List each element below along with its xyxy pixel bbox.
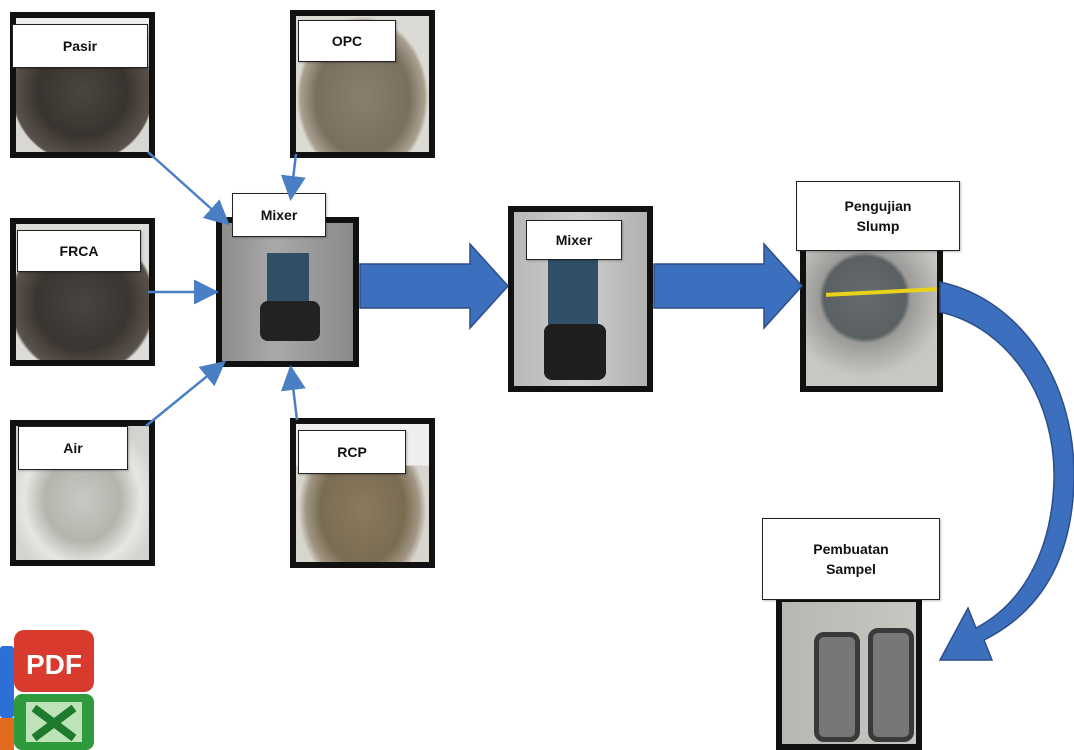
big-arrow-mixer2-to-slump <box>653 242 804 330</box>
arrow-opc-to-mixer <box>280 153 306 201</box>
label-air: Air <box>18 426 128 470</box>
mixer-bowl-2 <box>544 324 606 380</box>
arrow-air-to-mixer <box>145 360 226 427</box>
node-pembuatan-sampel <box>776 596 922 750</box>
label-mixer-1: Mixer <box>232 193 326 237</box>
node-opc: OPC <box>290 10 435 158</box>
arrow-pasir-to-mixer <box>147 151 230 226</box>
mold-left <box>814 632 860 742</box>
mixer-body <box>267 253 309 303</box>
node-rcp: RCP <box>290 418 435 568</box>
label-opc: OPC <box>298 20 396 62</box>
label-pasir: Pasir <box>12 24 148 68</box>
label-pembuatan-sampel: Pembuatan Sampel <box>762 518 940 600</box>
label-frca: FRCA <box>17 230 141 272</box>
mold-right <box>868 628 914 742</box>
node-mixer-1: Mixer <box>216 193 359 367</box>
label-mixer-2: Mixer <box>526 220 622 260</box>
pdf-icon <box>14 630 94 692</box>
big-arrow-mixer1-to-mixer2 <box>359 242 510 330</box>
sample-mold-photo <box>782 602 916 744</box>
arrow-rcp-to-mixer <box>280 365 306 421</box>
label-pengujian-slump: Pengujian Slump <box>796 181 960 251</box>
node-pasir: Pasir <box>10 12 155 158</box>
file-type-icons: PDF <box>0 630 94 750</box>
label-rcp: RCP <box>298 430 406 474</box>
mixer-bowl <box>260 301 320 341</box>
mixer-body-2 <box>548 260 598 326</box>
pdf-icon-label: PDF <box>26 649 82 680</box>
slump-photo <box>806 250 937 386</box>
word-icon <box>0 646 14 718</box>
node-pengujian-slump <box>800 244 943 392</box>
node-mixer-2: Mixer <box>508 206 653 392</box>
curved-arrow-slump-to-sampel <box>938 281 1074 661</box>
mixer-photo-1 <box>222 223 353 361</box>
node-air: Air <box>10 420 155 566</box>
node-frca: FRCA <box>10 218 155 366</box>
